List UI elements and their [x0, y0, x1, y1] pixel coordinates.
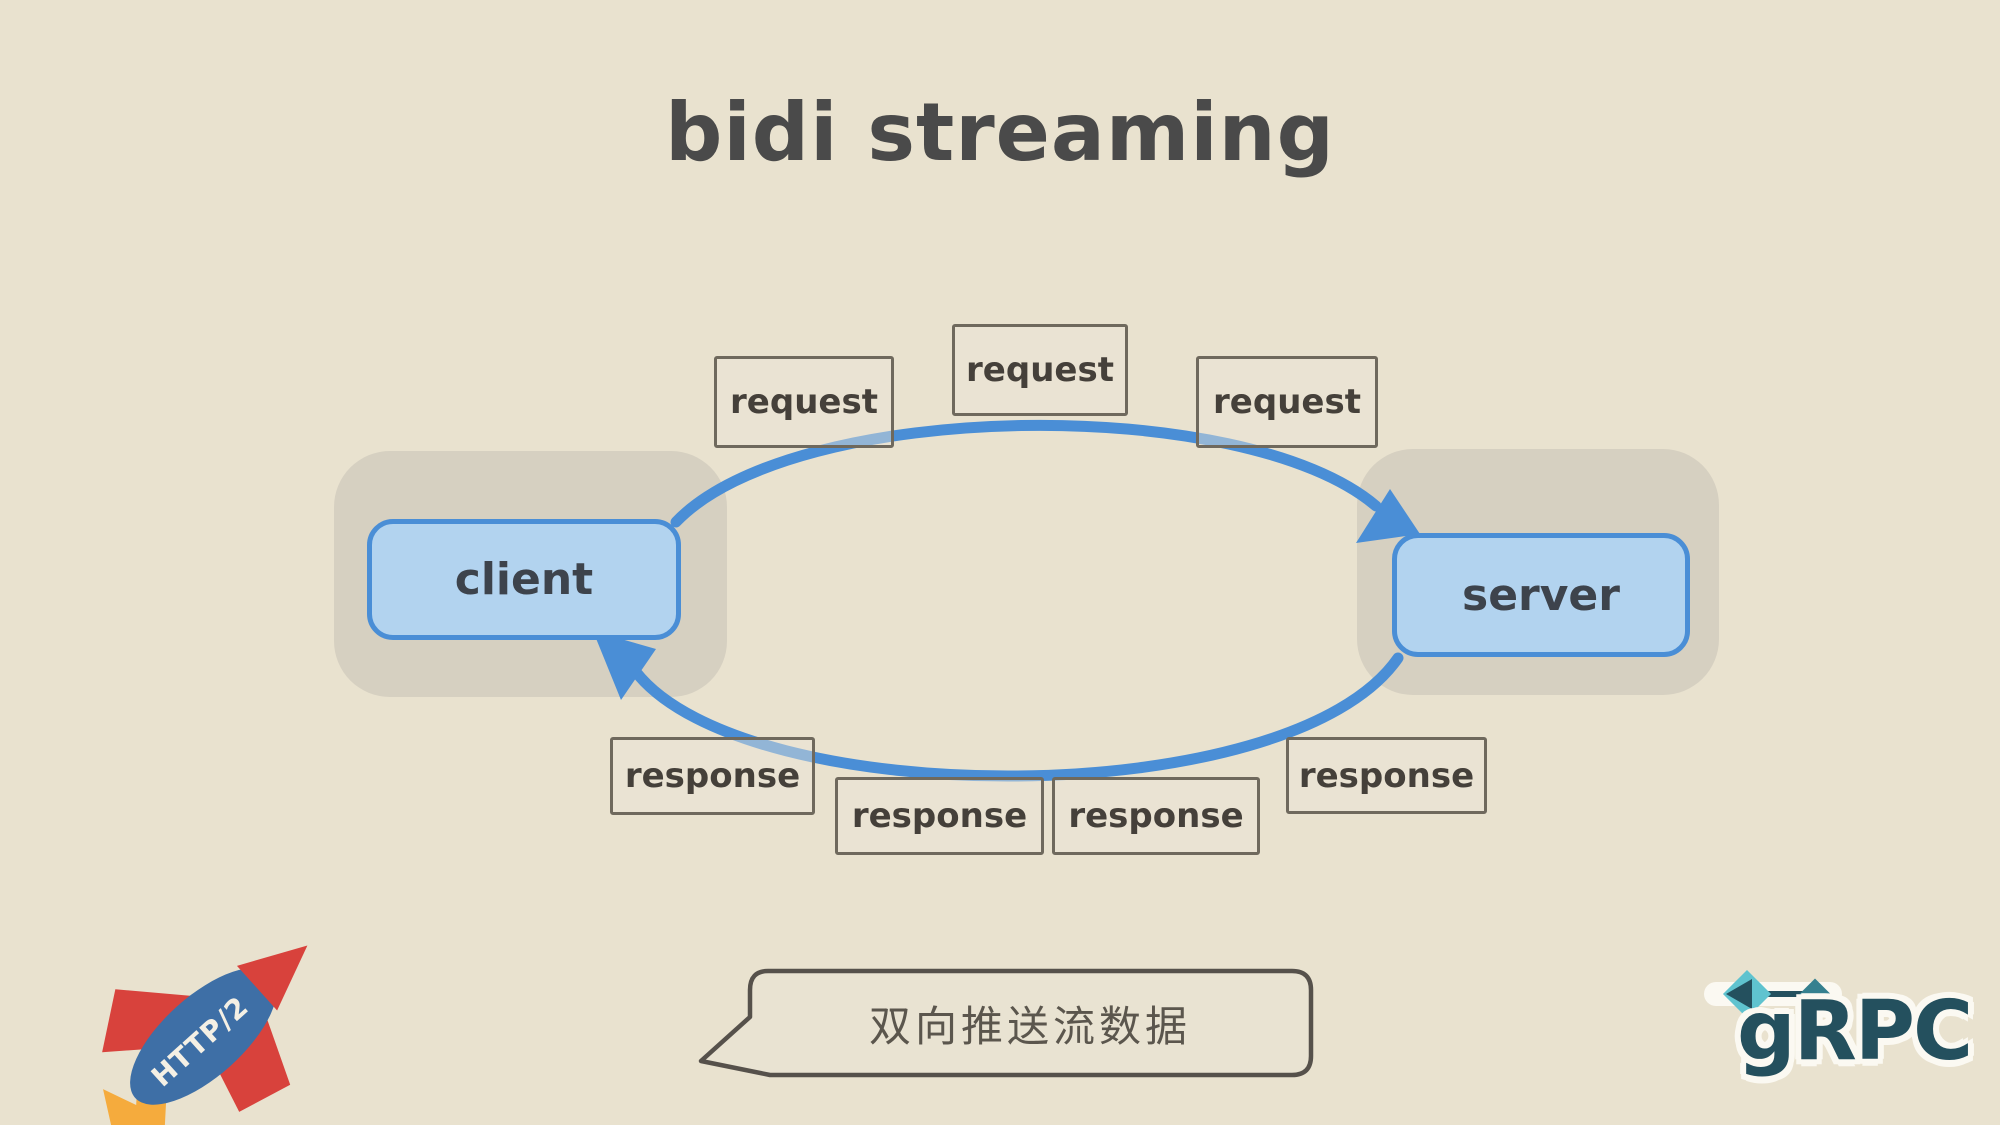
rocket-flame: [101, 1079, 167, 1125]
rocket-lower-fin: [214, 1011, 291, 1112]
request-tag-1-label: request: [730, 382, 878, 422]
http2-rocket-icon: HTTP/2: [101, 945, 308, 1125]
server-node: server: [1392, 533, 1690, 657]
response-tag-4: response: [1286, 737, 1487, 814]
request-tag-2-label: request: [966, 350, 1114, 390]
rocket-upper-fin: [102, 989, 198, 1053]
rocket-body: [130, 967, 277, 1105]
client-node: client: [367, 519, 681, 640]
rocket-nose: [236, 945, 308, 1011]
client-node-label: client: [454, 554, 594, 605]
request-tag-3-label: request: [1213, 382, 1361, 422]
response-tag-4-label: response: [1298, 755, 1475, 796]
response-tag-3-label: response: [1068, 796, 1244, 836]
caption-text: 双向推送流数据: [868, 1001, 1191, 1051]
grpc-logo-text: gRPC: [1737, 984, 1973, 1079]
request-tag-1: request: [714, 356, 894, 448]
request-tag-3: request: [1196, 356, 1378, 448]
response-tag-1-label: response: [624, 756, 801, 796]
http2-badge-label: HTTP/2: [145, 990, 255, 1094]
response-tag-2-label: response: [851, 796, 1028, 836]
server-node-label: server: [1462, 569, 1620, 621]
request-tag-2: request: [952, 324, 1128, 416]
page-title: bidi streaming: [665, 86, 1335, 179]
response-tag-1: response: [610, 737, 815, 815]
response-tag-2: response: [835, 777, 1044, 855]
response-tag-3: response: [1052, 777, 1260, 855]
